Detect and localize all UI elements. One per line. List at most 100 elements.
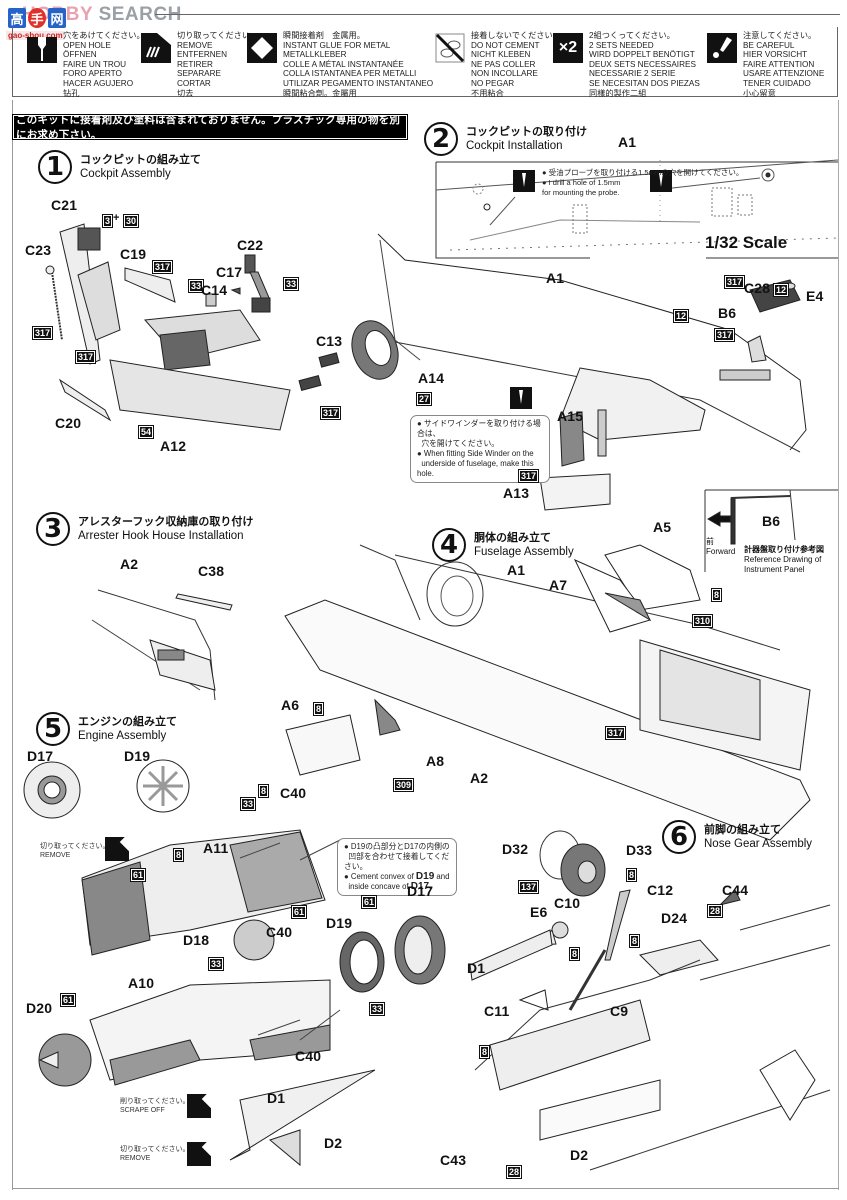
paint-code: 317 [152,260,174,274]
cement-note: ● D19の凸部分とD17の内側の 凹部を合わせて接着してください。 ● Cem… [337,838,457,896]
step-number: 3 [36,512,70,546]
paint-code: 27 [416,392,433,406]
part-label: D20 [26,1000,53,1016]
part-label: C38 [198,563,225,579]
page-frame-left [12,100,13,1190]
watermark-url: gao-shou.com [6,31,65,40]
step-number: 2 [424,122,458,156]
x2-sets-icon: ×2 [553,33,583,63]
part-label: D24 [661,910,688,926]
cut-remove-icon [187,1142,211,1166]
part-label: D18 [183,932,210,948]
page-frame-right [838,100,839,1190]
step-number: 4 [432,528,466,562]
part-label: A8 [426,753,445,769]
sidewinder-note: ● サイドワインダーを取り付ける場合は、 穴を開けてください。 ● When f… [410,415,550,483]
part-label: C10 [554,895,581,911]
part-label: C11 [484,1003,510,1019]
drill-hole-icon [650,170,672,192]
paint-code: 310 [692,614,714,628]
part-label: A14 [418,370,445,386]
paint-code: 33 [188,279,205,293]
paint-code: 317 [75,350,97,364]
fuselage-assembly-drawing [284,544,811,841]
part-label: A13 [503,485,530,501]
step-number: 5 [36,712,70,746]
part-label: E4 [806,288,824,304]
arrester-hook-drawing [91,589,233,701]
part-label: D33 [626,842,653,858]
part-label: D2 [570,1147,589,1163]
part-label: A2 [470,770,489,786]
page-frame-bottom [12,1188,839,1189]
paint-code: 28 [707,904,724,918]
part-label: C23 [25,242,52,258]
paint-code: 8 [626,868,638,882]
paint-code: 137 [518,880,540,894]
part-label: C22 [237,237,264,253]
paint-code: 12 [673,309,690,323]
part-label: C44 [722,882,749,898]
paint-code: 8 [711,588,723,602]
paint-code: 317 [320,406,342,420]
cut-remove-icon [141,33,171,63]
paint-code: 61 [60,993,77,1007]
paint-code: 8 [479,1045,491,1059]
watermark-logo-char: 高 [8,8,26,28]
paint-code: 8 [629,934,641,948]
side-view-inset [435,159,839,259]
paint-code: 61 [291,905,308,919]
part-label: A1 [507,562,526,578]
part-label: A15 [557,408,584,424]
part-label: A2 [120,556,139,572]
paint-code: 8 [569,947,581,961]
part-label: C40 [266,924,293,940]
part-label: A11 [203,840,229,856]
paint-code: 309 [393,778,415,792]
drill-hole-icon [27,33,57,63]
paint-code: 28 [506,1165,523,1179]
paint-code: 8 [258,784,270,798]
part-label: C14 [201,282,228,298]
paint-code: 33 [240,797,257,811]
remove-caption: 切り取ってください。REMOVE [120,1146,190,1162]
part-label: D2 [324,1135,343,1151]
watermark-logo-char: 网 [48,8,66,28]
part-label: D17 [27,748,54,764]
part-label: A1 [546,270,565,286]
part-label: C12 [647,882,674,898]
part-label: C17 [216,264,243,280]
part-label: C20 [55,415,82,431]
notice-banner: このキットに接着剤及び塗料は含まれておりません。プラスチック専用の物を別にお求め… [12,114,408,141]
paint-code: 33 [208,957,225,971]
part-label: E6 [530,904,548,920]
paint-code: 61 [361,895,378,909]
part-label: B6 [718,305,737,321]
paint-code: 317 [518,469,540,483]
paint-code: 8 [313,702,325,716]
part-label: A7 [549,577,568,593]
part-label: A10 [128,975,155,991]
instrument-panel-reference-inset [704,489,838,572]
paint-plus: + [113,212,120,224]
watermark-logo: 高 手 网 [8,8,66,32]
paint-code: 33 [283,277,300,291]
remove-caption: 切り取ってください。REMOVE [40,843,110,859]
paint-code: 61 [130,868,147,882]
part-label: D1 [267,1090,286,1106]
part-label: D1 [467,960,486,976]
metal-glue-icon [247,33,277,63]
part-label: C19 [120,246,147,262]
watermark-logo-char: 手 [28,8,46,28]
